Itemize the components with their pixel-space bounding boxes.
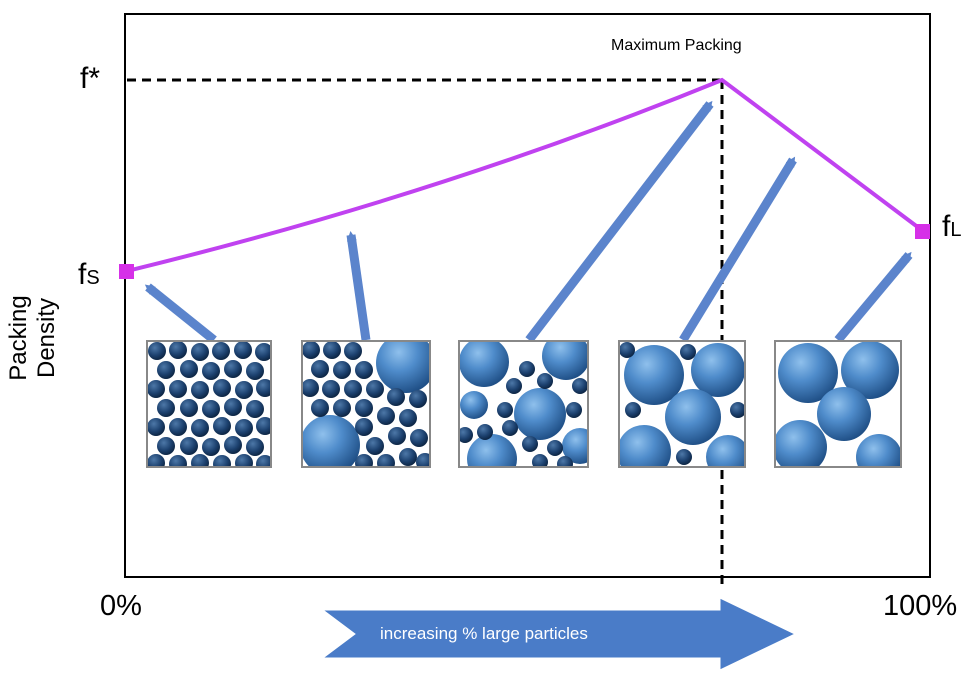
fl-endpoint-marker xyxy=(915,224,930,239)
packing-density-curve xyxy=(126,77,925,273)
direction-arrow-label: increasing % large particles xyxy=(380,624,588,643)
particle-panel-large xyxy=(775,341,901,467)
x-axis-end-label: 100% xyxy=(883,590,958,622)
arrow-panel-2 xyxy=(346,231,371,341)
plot-frame xyxy=(124,13,931,578)
f-star-label: f* xyxy=(80,62,101,95)
arrow-panel-5 xyxy=(834,251,913,343)
arrow-panel-4 xyxy=(679,156,797,343)
particle-panel-small xyxy=(147,341,271,467)
fs-label: fS xyxy=(78,260,100,290)
fl-label-sub: L xyxy=(950,219,962,241)
fl-label: fL xyxy=(942,212,961,242)
particle-panel-mixed xyxy=(459,341,588,467)
arrow-panel-1 xyxy=(144,283,217,344)
y-axis-label: Packing Density xyxy=(5,295,60,381)
x-axis-start-label: 0% xyxy=(100,590,142,622)
fs-label-sub: S xyxy=(86,267,100,289)
fl-label-main: f xyxy=(942,210,951,243)
fs-label-main: f xyxy=(78,258,87,291)
particle-panel-few-large xyxy=(302,341,430,467)
maximum-packing-label: Maximum Packing xyxy=(611,37,742,54)
pointer-arrows xyxy=(144,100,913,344)
direction-arrow xyxy=(321,597,797,671)
particle-panel-mostly-large xyxy=(619,341,745,467)
arrow-panel-3 xyxy=(525,100,714,343)
fs-endpoint-marker xyxy=(119,264,134,279)
